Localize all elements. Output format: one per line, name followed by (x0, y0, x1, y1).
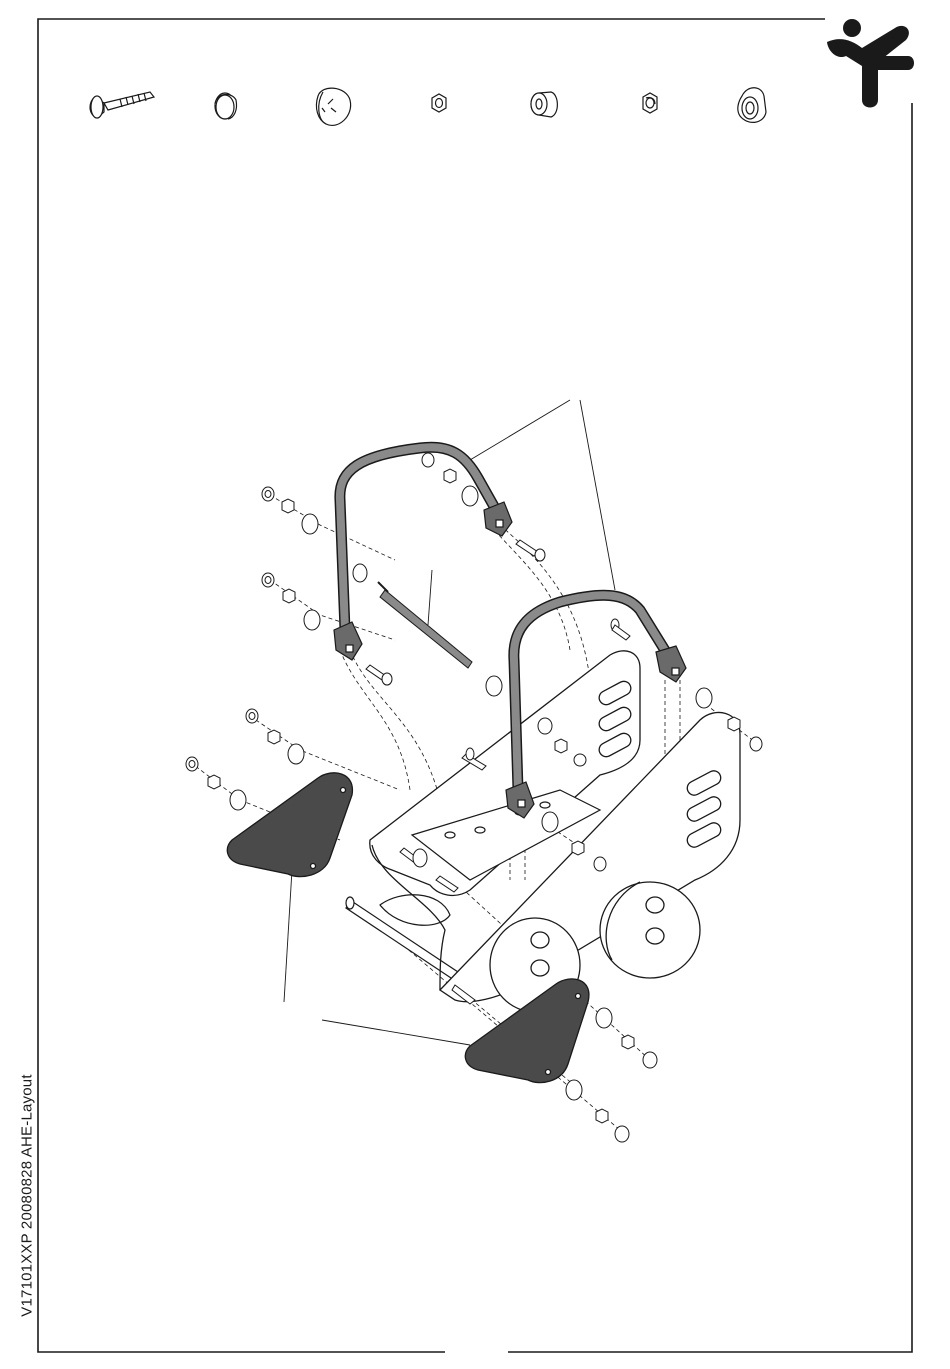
lock-nut-icon (643, 93, 657, 113)
spacer-icon (531, 92, 557, 117)
handle-bar-rear-fill (340, 447, 496, 630)
rounded-cap-icon (316, 88, 350, 125)
jumping-figure-icon (827, 19, 914, 108)
cone-cap-icon (738, 88, 766, 123)
footrest-panel-left (227, 773, 352, 877)
connecting-rod (378, 582, 472, 668)
page-border (38, 19, 912, 1352)
nut-icon (432, 94, 446, 112)
front-axle (346, 895, 470, 988)
carriage-bolt-icon (90, 92, 154, 118)
wheel-rear (600, 882, 700, 978)
document-code-text: V17101XXP 20080828 AHE-Layout (19, 1074, 36, 1316)
hardware-row (90, 88, 766, 126)
end-cap-icon (215, 93, 237, 119)
document-code-label: V17101XXP 20080828 AHE-Layout (18, 1080, 36, 1310)
